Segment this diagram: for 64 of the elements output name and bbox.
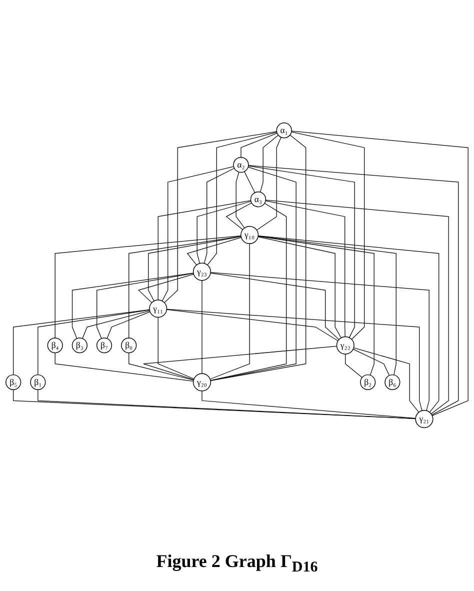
connector: [240, 133, 278, 158]
connector: [158, 200, 252, 300]
node-circle: β₄: [47, 338, 63, 354]
connector: [207, 132, 278, 266]
connector: [258, 236, 396, 376]
node-circle: γ₂₁: [415, 410, 434, 428]
node-circle: β₀: [121, 338, 137, 354]
connector: [54, 352, 194, 382]
connector: [158, 317, 194, 380]
connector: [352, 349, 390, 376]
connector: [162, 166, 234, 302]
connector: [202, 390, 416, 419]
connector: [143, 346, 338, 380]
connector: [244, 171, 256, 194]
connector: [128, 236, 242, 339]
connector: [54, 236, 242, 339]
connector: [204, 168, 235, 264]
node-circle: γ₁₁: [149, 300, 168, 318]
connector: [166, 309, 422, 412]
connector: [96, 273, 194, 340]
node-circle: γ₂₀: [192, 373, 211, 392]
connector: [291, 132, 365, 340]
connector: [210, 203, 287, 381]
connector: [236, 172, 245, 228]
connector: [72, 272, 194, 340]
connector: [82, 310, 150, 340]
node-circle: β₁: [30, 374, 46, 390]
node-circle: β₇: [96, 338, 112, 354]
node-circle: γ₁₀: [240, 226, 259, 244]
node-circle: β₆: [384, 374, 400, 390]
connector: [196, 201, 252, 264]
node-circle: β₃: [72, 338, 88, 354]
connector: [128, 352, 194, 381]
connector: [138, 274, 194, 304]
connector: [148, 236, 242, 302]
connector: [166, 309, 338, 342]
node-circle: α₂: [233, 157, 249, 173]
connector: [186, 237, 242, 266]
connector: [210, 134, 306, 382]
node-circle: γ₂₃: [192, 262, 211, 281]
connector: [260, 135, 279, 193]
connector: [210, 244, 250, 380]
connector: [38, 310, 150, 376]
connector: [210, 272, 430, 412]
connector: [210, 272, 340, 340]
connector: [258, 236, 440, 413]
connector: [353, 348, 420, 413]
connector: [164, 131, 278, 304]
connector: [256, 137, 282, 231]
node-circle: γ₂₂: [336, 336, 354, 355]
node-circle: β₅: [6, 374, 22, 390]
connector: [265, 200, 449, 414]
figure-caption: Figure 2 Graph Γ$_{D16}$: [156, 551, 318, 577]
connector: [345, 354, 362, 378]
node-circle: α₃: [250, 192, 266, 208]
connector: [258, 236, 342, 338]
node-circle: α₁: [276, 122, 292, 138]
connector: [291, 130, 468, 416]
connector: [210, 166, 296, 382]
connector: [265, 200, 346, 338]
connector: [258, 236, 374, 376]
node-circle: β₂: [360, 374, 376, 390]
connector: [13, 310, 150, 376]
connector: [106, 312, 150, 340]
